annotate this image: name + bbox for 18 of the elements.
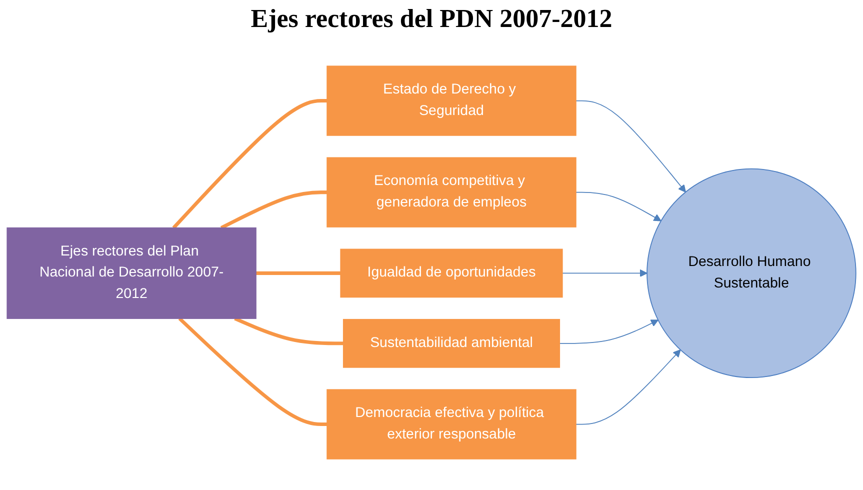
arrow: [562, 270, 648, 278]
connector: [178, 318, 328, 427]
node-box: Sustentabilidad ambiental: [342, 319, 560, 368]
diagram-title: Ejes rectores del PDN 2007-2012: [250, 4, 614, 35]
connector: [220, 191, 328, 230]
arrow: [559, 320, 658, 344]
arrow: [575, 192, 662, 222]
node-box: Economía competitiva y generadora de empleos: [326, 158, 576, 228]
node-box: Igualdad de oportunidades: [340, 249, 563, 298]
connector: [256, 272, 341, 276]
arrow: [575, 100, 686, 193]
arrow: [575, 350, 681, 426]
connector: [172, 99, 328, 230]
node-box: Ejes rectores del Plan Nacional de Desarrollo 2007-2012: [6, 228, 256, 320]
node-box: Democracia efectiva y política exterior responsable: [326, 390, 576, 460]
node-circle: Desarrollo Humano Sustentable: [646, 168, 856, 379]
connector: [234, 317, 344, 346]
node-box: Estado de Derecho y Seguridad: [326, 66, 576, 136]
